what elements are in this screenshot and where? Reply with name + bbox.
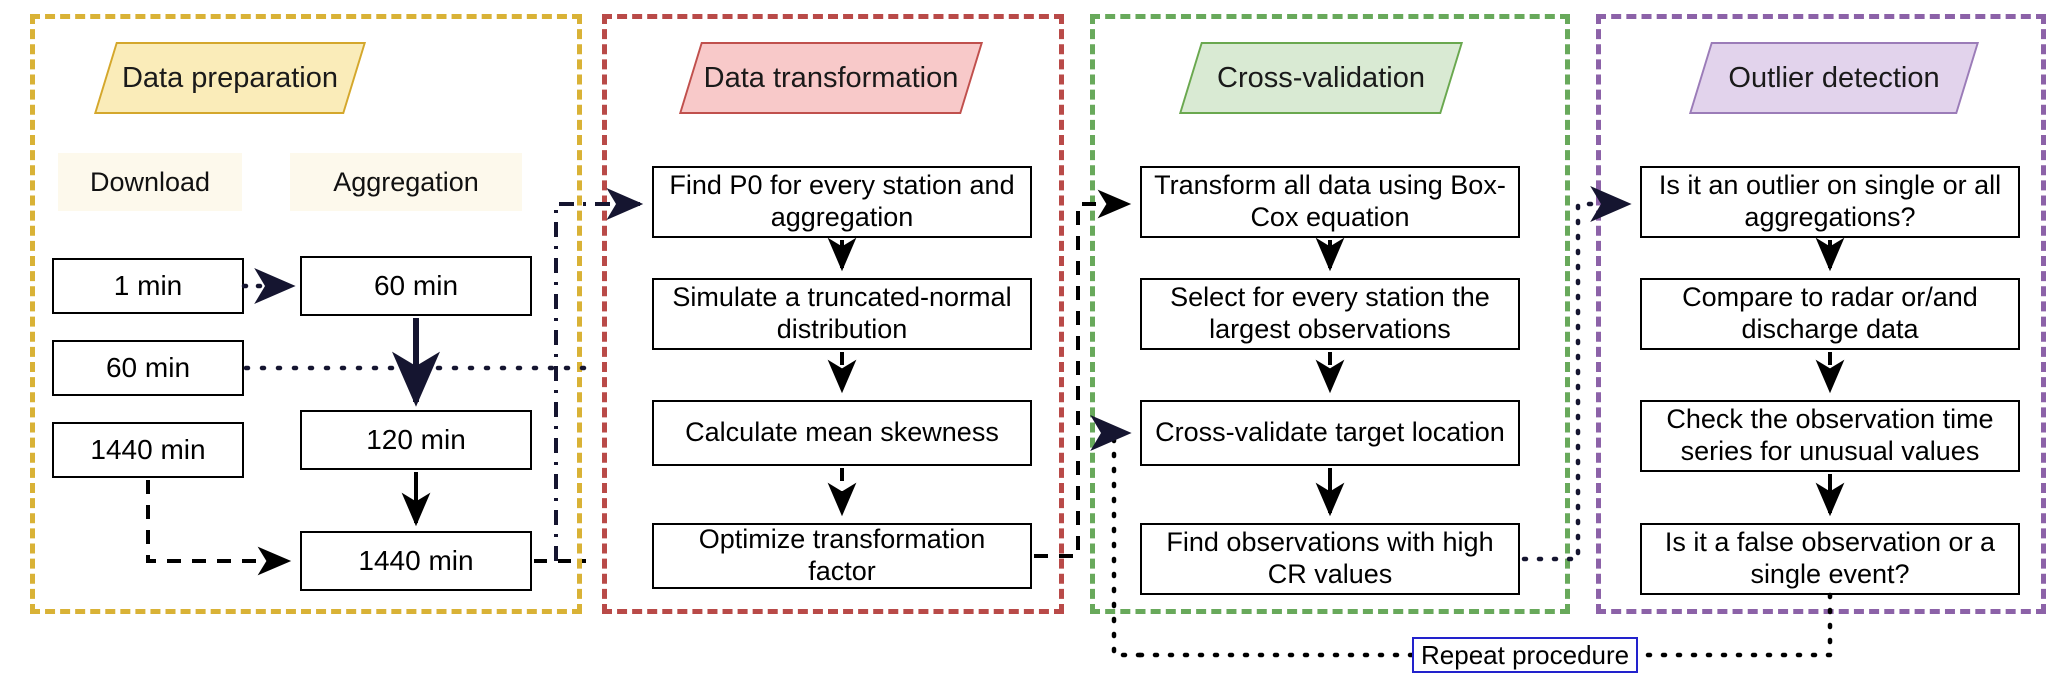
aggregation-box-1440min: 1440 min (300, 531, 532, 591)
outlier-step-compare-radar: Compare to radar or/and discharge data (1640, 278, 2020, 350)
repeat-procedure-label: Repeat procedure (1412, 637, 1639, 673)
section-title-cross-validation: Cross-validation (1178, 42, 1464, 114)
column-header-download: Download (58, 153, 242, 211)
outlier-step-check-timeseries: Check the observation time series for un… (1640, 400, 2020, 472)
outlier-step-false-or-event: Is it a false observation or a single ev… (1640, 523, 2020, 595)
section-title-label: Data preparation (121, 61, 339, 94)
crossvalidation-step-find-high-cr: Find observations with high CR values (1140, 523, 1520, 595)
transformation-step-optimize-factor: Optimize transformation factor (652, 523, 1032, 589)
box-label: 60 min (373, 270, 459, 302)
crossvalidation-step-validate-target: Cross-validate target location (1140, 400, 1520, 466)
column-header-label: Download (89, 166, 211, 197)
section-title-data-transformation: Data transformation (678, 42, 984, 114)
step-label: Cross-validate target location (1155, 417, 1505, 448)
download-box-1440min: 1440 min (52, 422, 244, 478)
step-label: Transform all data using Box-Cox equatio… (1154, 170, 1506, 232)
step-label: Simulate a truncated-normal distribution (672, 282, 1012, 344)
step-label: Compare to radar or/and discharge data (1682, 282, 1978, 344)
column-header-aggregation: Aggregation (290, 153, 522, 211)
box-label: 120 min (366, 424, 466, 456)
aggregation-box-120min: 120 min (300, 410, 532, 470)
step-label: Is it an outlier on single or all aggreg… (1658, 170, 2002, 232)
step-label: Select for every station the largest obs… (1170, 282, 1490, 344)
outlier-step-single-or-all: Is it an outlier on single or all aggreg… (1640, 166, 2020, 238)
step-label: Find P0 for every station and aggregatio… (669, 170, 1015, 232)
step-label: Find observations with high CR values (1166, 527, 1494, 589)
section-title-label: Data transformation (703, 61, 959, 94)
crossvalidation-step-select-largest: Select for every station the largest obs… (1140, 278, 1520, 350)
crossvalidation-step-transform-boxcox: Transform all data using Box-Cox equatio… (1140, 166, 1520, 238)
box-label: 1440 min (90, 434, 206, 466)
step-label: Check the observation time series for un… (1666, 404, 1994, 466)
section-title-outlier-detection: Outlier detection (1688, 42, 1980, 114)
section-title-label: Cross-validation (1217, 61, 1425, 94)
step-label: Optimize transformation factor (698, 524, 986, 586)
transformation-step-find-p0: Find P0 for every station and aggregatio… (652, 166, 1032, 238)
box-label: 60 min (105, 352, 191, 384)
step-label: Calculate mean skewness (685, 417, 999, 448)
transformation-step-simulate-distribution: Simulate a truncated-normal distribution (652, 278, 1032, 350)
section-title-label: Outlier detection (1728, 61, 1940, 94)
transformation-step-mean-skewness: Calculate mean skewness (652, 400, 1032, 466)
download-box-60min: 60 min (52, 340, 244, 396)
step-label: Is it a false observation or a single ev… (1664, 527, 1996, 589)
repeat-procedure-text: Repeat procedure (1421, 639, 1630, 670)
aggregation-box-60min: 60 min (300, 256, 532, 316)
box-label: 1 min (113, 270, 183, 302)
section-title-data-preparation: Data preparation (93, 42, 367, 114)
box-label: 1440 min (358, 545, 474, 577)
download-box-1min: 1 min (52, 258, 244, 314)
column-header-label: Aggregation (333, 166, 479, 197)
